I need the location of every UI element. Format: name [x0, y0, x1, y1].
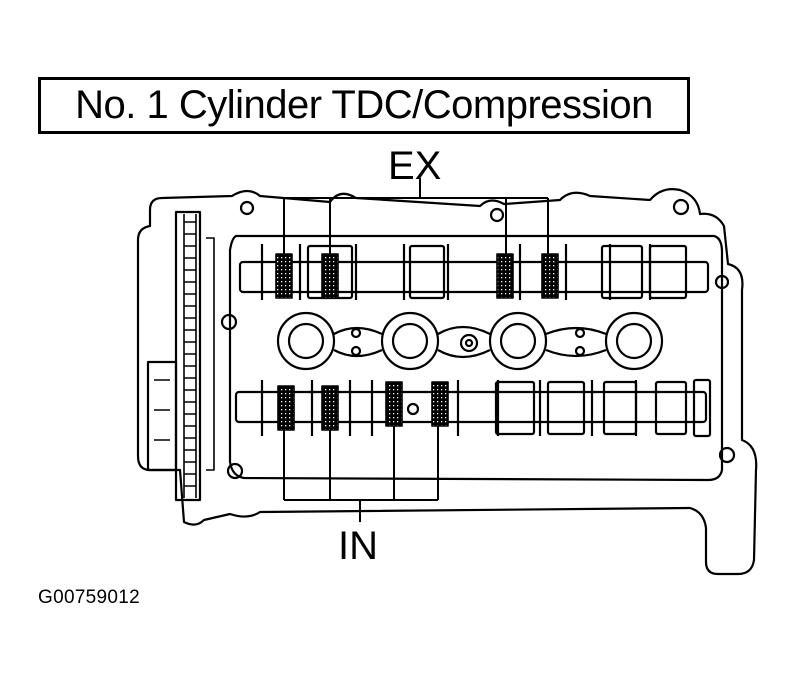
- figure-id: G00759012: [38, 587, 141, 608]
- bolt-holes: [220, 198, 736, 480]
- exhaust-label: EX: [388, 144, 442, 188]
- exhaust-camshaft: [238, 244, 710, 300]
- ex-leader-lines: [283, 178, 549, 254]
- timing-chain: [183, 214, 197, 498]
- title-box: No. 1 Cylinder TDC/Compression: [38, 77, 690, 134]
- cover-inner-outline: [228, 234, 724, 482]
- diagram-title: No. 1 Cylinder TDC/Compression: [75, 83, 653, 127]
- intake-cam-lobes-highlighted: [277, 381, 449, 431]
- chain-tensioner: [146, 360, 178, 472]
- in-leader-lines: [283, 426, 439, 522]
- intake-label: IN: [338, 524, 378, 568]
- spark-plug-wells: [276, 311, 664, 371]
- exhaust-cam-lobes-highlighted: [275, 253, 559, 299]
- intake-camshaft: [234, 378, 712, 438]
